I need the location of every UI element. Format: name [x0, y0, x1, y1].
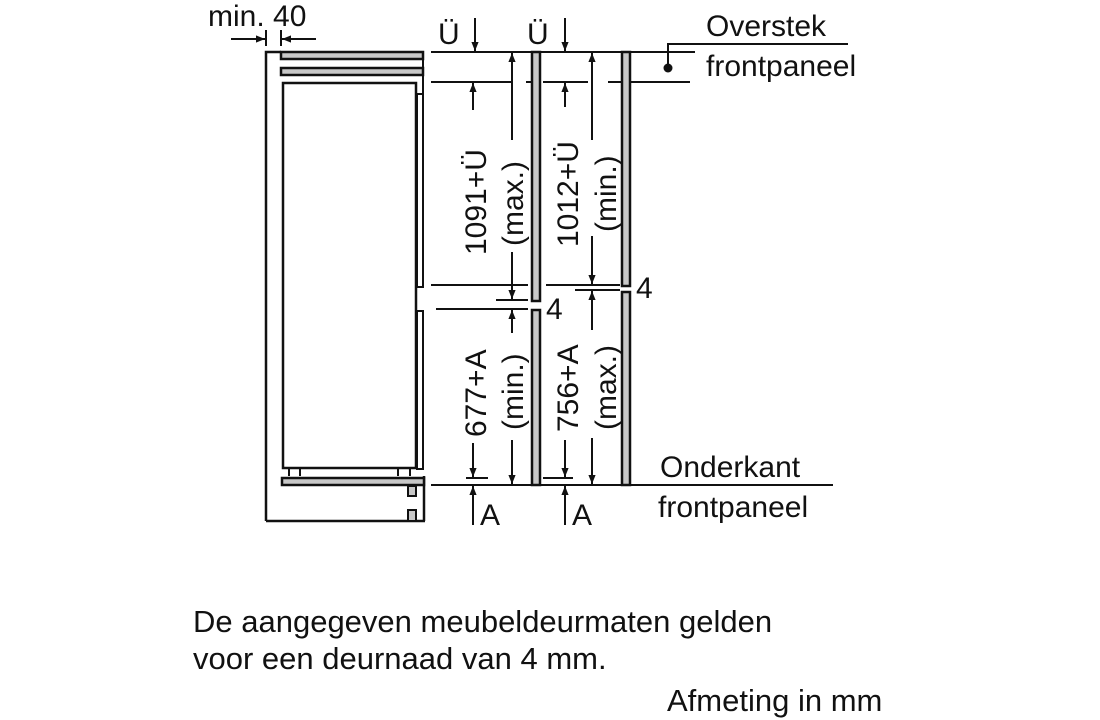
note-line-2: voor een deurnaad van 4 mm.	[193, 641, 607, 676]
plinth-block-2	[407, 509, 417, 522]
plinth-block-1	[407, 485, 417, 497]
lower-max-qualifier: (max.)	[590, 345, 623, 430]
unit-note: Afmeting in mm	[667, 683, 883, 718]
overhang-symbol-2: Ü	[527, 18, 549, 51]
gap-label-left: 4	[546, 293, 563, 326]
top-board-1	[279, 50, 425, 61]
bottom-symbol-1: A	[480, 499, 500, 532]
overhang-label-line2: frontpaneel	[706, 50, 856, 83]
bottom-label-line2: frontpaneel	[658, 491, 808, 524]
bottom-symbol-2: A	[572, 499, 592, 532]
lower-door-edge	[416, 310, 424, 470]
panel-right-upper	[620, 50, 632, 288]
upper-max-qualifier: (max.)	[497, 161, 530, 246]
dimension-arrows	[469, 18, 848, 525]
note-line-1: De aangegeven meubeldeurmaten gelden	[193, 604, 773, 639]
gap-label-right: 4	[636, 272, 653, 305]
lower-min-value: 677+A	[460, 349, 493, 437]
bottom-label-line1: Onderkant	[660, 451, 801, 484]
panel-right-lower	[620, 290, 632, 487]
upper-door-edge	[416, 93, 424, 288]
plinth-board	[280, 476, 426, 487]
min-40-dimension	[231, 30, 316, 46]
appliance-body	[281, 81, 418, 470]
cabinet-side-view	[264, 50, 426, 523]
overhang-label-line1: Overstek	[706, 10, 827, 43]
upper-min-qualifier: (min.)	[590, 155, 623, 232]
overhang-symbol-1: Ü	[438, 18, 460, 51]
top-board-2	[279, 66, 425, 77]
panel-left-lower	[530, 308, 542, 487]
upper-max-value: 1091+Ü	[460, 149, 493, 255]
panel-left-upper	[530, 50, 542, 303]
upper-min-value: 1012+Ü	[552, 141, 585, 247]
overhang-leader-dot	[663, 63, 673, 73]
min-gap-label: min. 40	[208, 0, 306, 33]
niche-outline	[264, 50, 281, 521]
front-panels	[530, 50, 632, 487]
lower-min-qualifier: (min.)	[497, 353, 530, 430]
lower-max-value: 756+A	[552, 344, 585, 432]
